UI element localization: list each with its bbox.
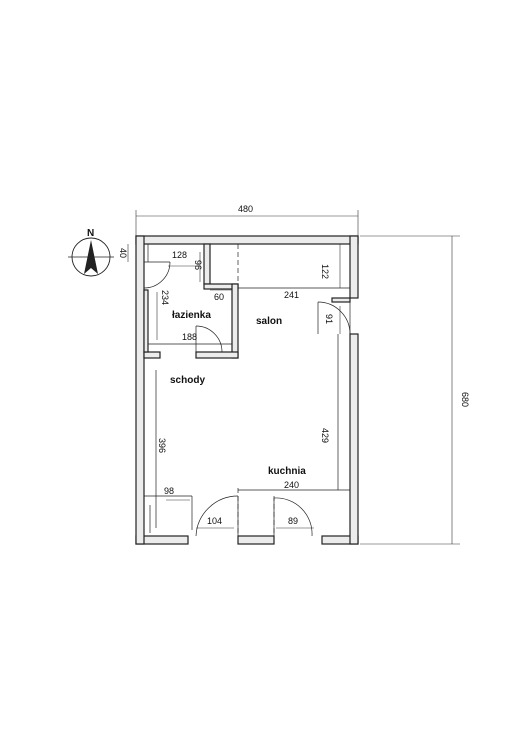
dim-bath-inner-v: 96 [193, 260, 203, 270]
dim-total-height: 680 [460, 392, 470, 407]
dim-door-left: 104 [207, 516, 222, 526]
dim-salon-door: 91 [324, 314, 334, 324]
room-label-stairs: schody [170, 375, 205, 386]
dim-right-side: 429 [320, 428, 330, 443]
dim-bath-side: 234 [160, 290, 170, 305]
fixture-lines [144, 244, 351, 536]
dim-bath-step: 60 [214, 292, 224, 302]
dim-total-width: 480 [238, 204, 253, 214]
dimension-lines [127, 210, 460, 545]
outer-walls [135, 235, 359, 545]
dim-door-right: 89 [288, 516, 298, 526]
doors [143, 261, 351, 537]
room-label-kitchen: kuchnia [268, 466, 306, 477]
compass-north-letter: N [87, 228, 94, 239]
dim-bath-bottom: 188 [182, 332, 197, 342]
room-label-bathroom: łazienka [172, 310, 211, 321]
dim-kitchen-width: 240 [284, 480, 299, 490]
dim-bottom-left: 98 [164, 486, 174, 496]
dim-top-left-small: 40 [118, 248, 128, 258]
dim-salon-wall: 122 [320, 264, 330, 279]
dim-left-side: 396 [157, 438, 167, 453]
dim-salon-width: 241 [284, 290, 299, 300]
compass: N [68, 228, 114, 277]
north-arrow-icon [84, 240, 98, 274]
dim-bath-top: 128 [172, 250, 187, 260]
inner-walls [143, 243, 351, 359]
room-label-living: salon [256, 316, 282, 327]
